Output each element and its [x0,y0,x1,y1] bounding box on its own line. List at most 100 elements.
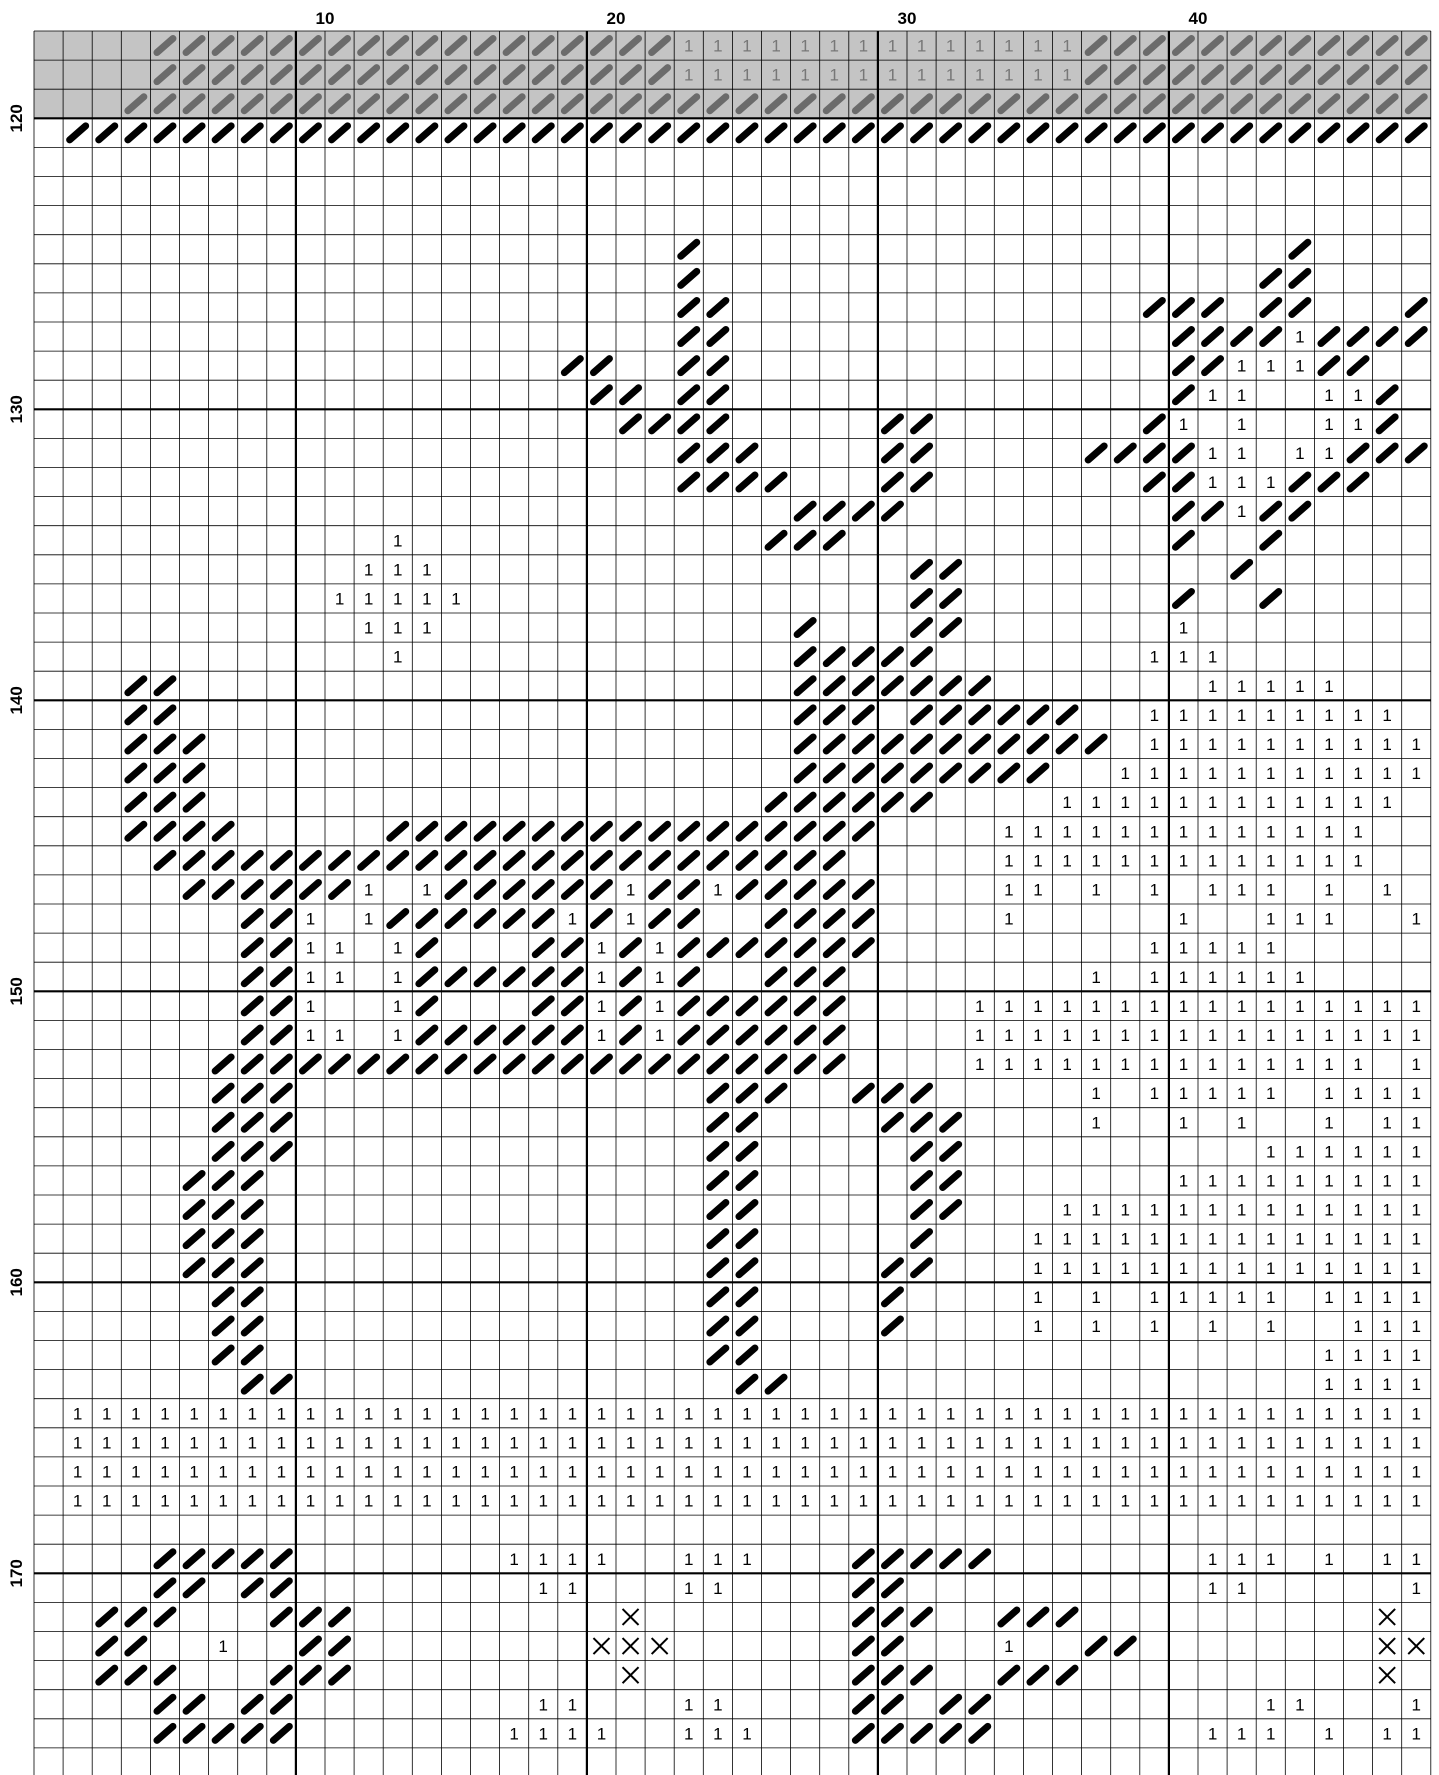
symbol-one: 1 [1266,764,1275,783]
symbol-one: 1 [393,997,402,1016]
stitch-diagonal [826,737,842,751]
symbol-one: 1 [306,968,315,987]
symbol-one: 1 [1004,880,1013,899]
stitch-diagonal [215,1726,231,1740]
stitch-diagonal [1321,330,1337,344]
stitch-diagonal [914,1144,930,1158]
stitch-diagonal [943,621,959,635]
symbol-one: 1 [1324,1142,1333,1161]
symbol-one: 1 [539,1695,548,1714]
stitch-diagonal [186,1203,202,1217]
symbol-one: 1 [742,1404,751,1423]
stitch-diagonal [186,737,202,751]
symbol-one: 1 [917,1462,926,1481]
stitch-diagonal [1001,1668,1017,1682]
stitch-diagonal [1205,359,1221,373]
stitch-diagonal [477,853,493,867]
symbol-one: 1 [1324,706,1333,725]
stitch-diagonal [1001,737,1017,751]
symbol-one: 1 [335,939,344,958]
stitch-diagonal [710,1028,726,1042]
stitch-diagonal [855,737,871,751]
symbol-one: 1 [830,1404,839,1423]
stitch-diagonal [768,970,784,984]
stitch-diagonal [332,1610,348,1624]
symbol-one: 1 [1295,1230,1304,1249]
stitch-diagonal [99,1610,115,1624]
stitch-diagonal [1408,126,1424,140]
stitch-diagonal [797,941,813,955]
symbol-one: 1 [1266,851,1275,870]
stitch-diagonal [826,533,842,547]
stitch-diagonal [855,1726,871,1740]
symbol-one: 1 [1353,851,1362,870]
symbol-one: 1 [393,531,402,550]
stitch-diagonal [826,795,842,809]
stitch-diagonal [826,766,842,780]
symbol-one: 1 [1353,1084,1362,1103]
symbol-one: 1 [248,1433,257,1452]
symbol-one: 1 [713,1724,722,1743]
stitch-diagonal [186,795,202,809]
symbol-one: 1 [1150,1259,1159,1278]
symbol-one: 1 [655,1433,664,1452]
stitch-diagonal [1001,708,1017,722]
stitch-diagonal [884,1668,900,1682]
symbol-one: 1 [1033,822,1042,841]
symbol-one: 1 [975,1055,984,1074]
symbol-one: 1 [946,37,955,56]
symbol-one: 1 [684,1404,693,1423]
symbol-one: 1 [1208,473,1217,492]
stitch-diagonal [681,999,697,1013]
stitch-diagonal [1175,533,1191,547]
symbol-one: 1 [975,66,984,85]
stitch-diagonal [1175,330,1191,344]
stitch-diagonal [186,1581,202,1595]
stitch-diagonal [215,1086,231,1100]
symbol-one: 1 [1353,1317,1362,1336]
symbol-one: 1 [1353,1404,1362,1423]
symbol-one: 1 [277,1492,286,1511]
symbol-one: 1 [1150,1462,1159,1481]
symbol-one: 1 [1237,1579,1246,1598]
stitch-diagonal [623,1028,639,1042]
symbol-one: 1 [1062,1462,1071,1481]
symbol-one: 1 [1266,1259,1275,1278]
symbol-one: 1 [1382,735,1391,754]
symbol-one: 1 [539,1550,548,1569]
symbol-one: 1 [800,1433,809,1452]
symbol-one: 1 [218,1433,227,1452]
stitch-diagonal [535,824,551,838]
symbol-one: 1 [1091,1230,1100,1249]
symbol-one: 1 [597,939,606,958]
symbol-one: 1 [888,1433,897,1452]
symbol-one: 1 [1324,1404,1333,1423]
symbol-one: 1 [1382,880,1391,899]
stitch-diagonal [739,1290,755,1304]
stitch-diagonal [914,737,930,751]
symbol-one: 1 [1179,1462,1188,1481]
stitch-diagonal [826,853,842,867]
symbol-one: 1 [1353,1375,1362,1394]
symbol-one: 1 [1266,1462,1275,1481]
symbol-one: 1 [1121,1201,1130,1220]
stitch-diagonal [855,766,871,780]
symbol-one: 1 [393,619,402,638]
stitch-diagonal [768,912,784,926]
symbol-one: 1 [422,1492,431,1511]
stitch-diagonal [768,475,784,489]
symbol-one: 1 [1266,822,1275,841]
stitch-diagonal [273,1057,289,1071]
cross-symbol [652,1638,668,1654]
stitch-diagonal [768,1086,784,1100]
stitch-diagonal [914,621,930,635]
stitch-diagonal [1088,737,1104,751]
symbol-one: 1 [1382,1375,1391,1394]
symbol-one: 1 [1266,1201,1275,1220]
stitch-diagonal [943,1173,959,1187]
stitch-diagonal [332,853,348,867]
symbol-one: 1 [1062,1404,1071,1423]
symbol-one: 1 [1412,1055,1421,1074]
symbol-one: 1 [1208,1026,1217,1045]
symbol-one: 1 [597,1550,606,1569]
